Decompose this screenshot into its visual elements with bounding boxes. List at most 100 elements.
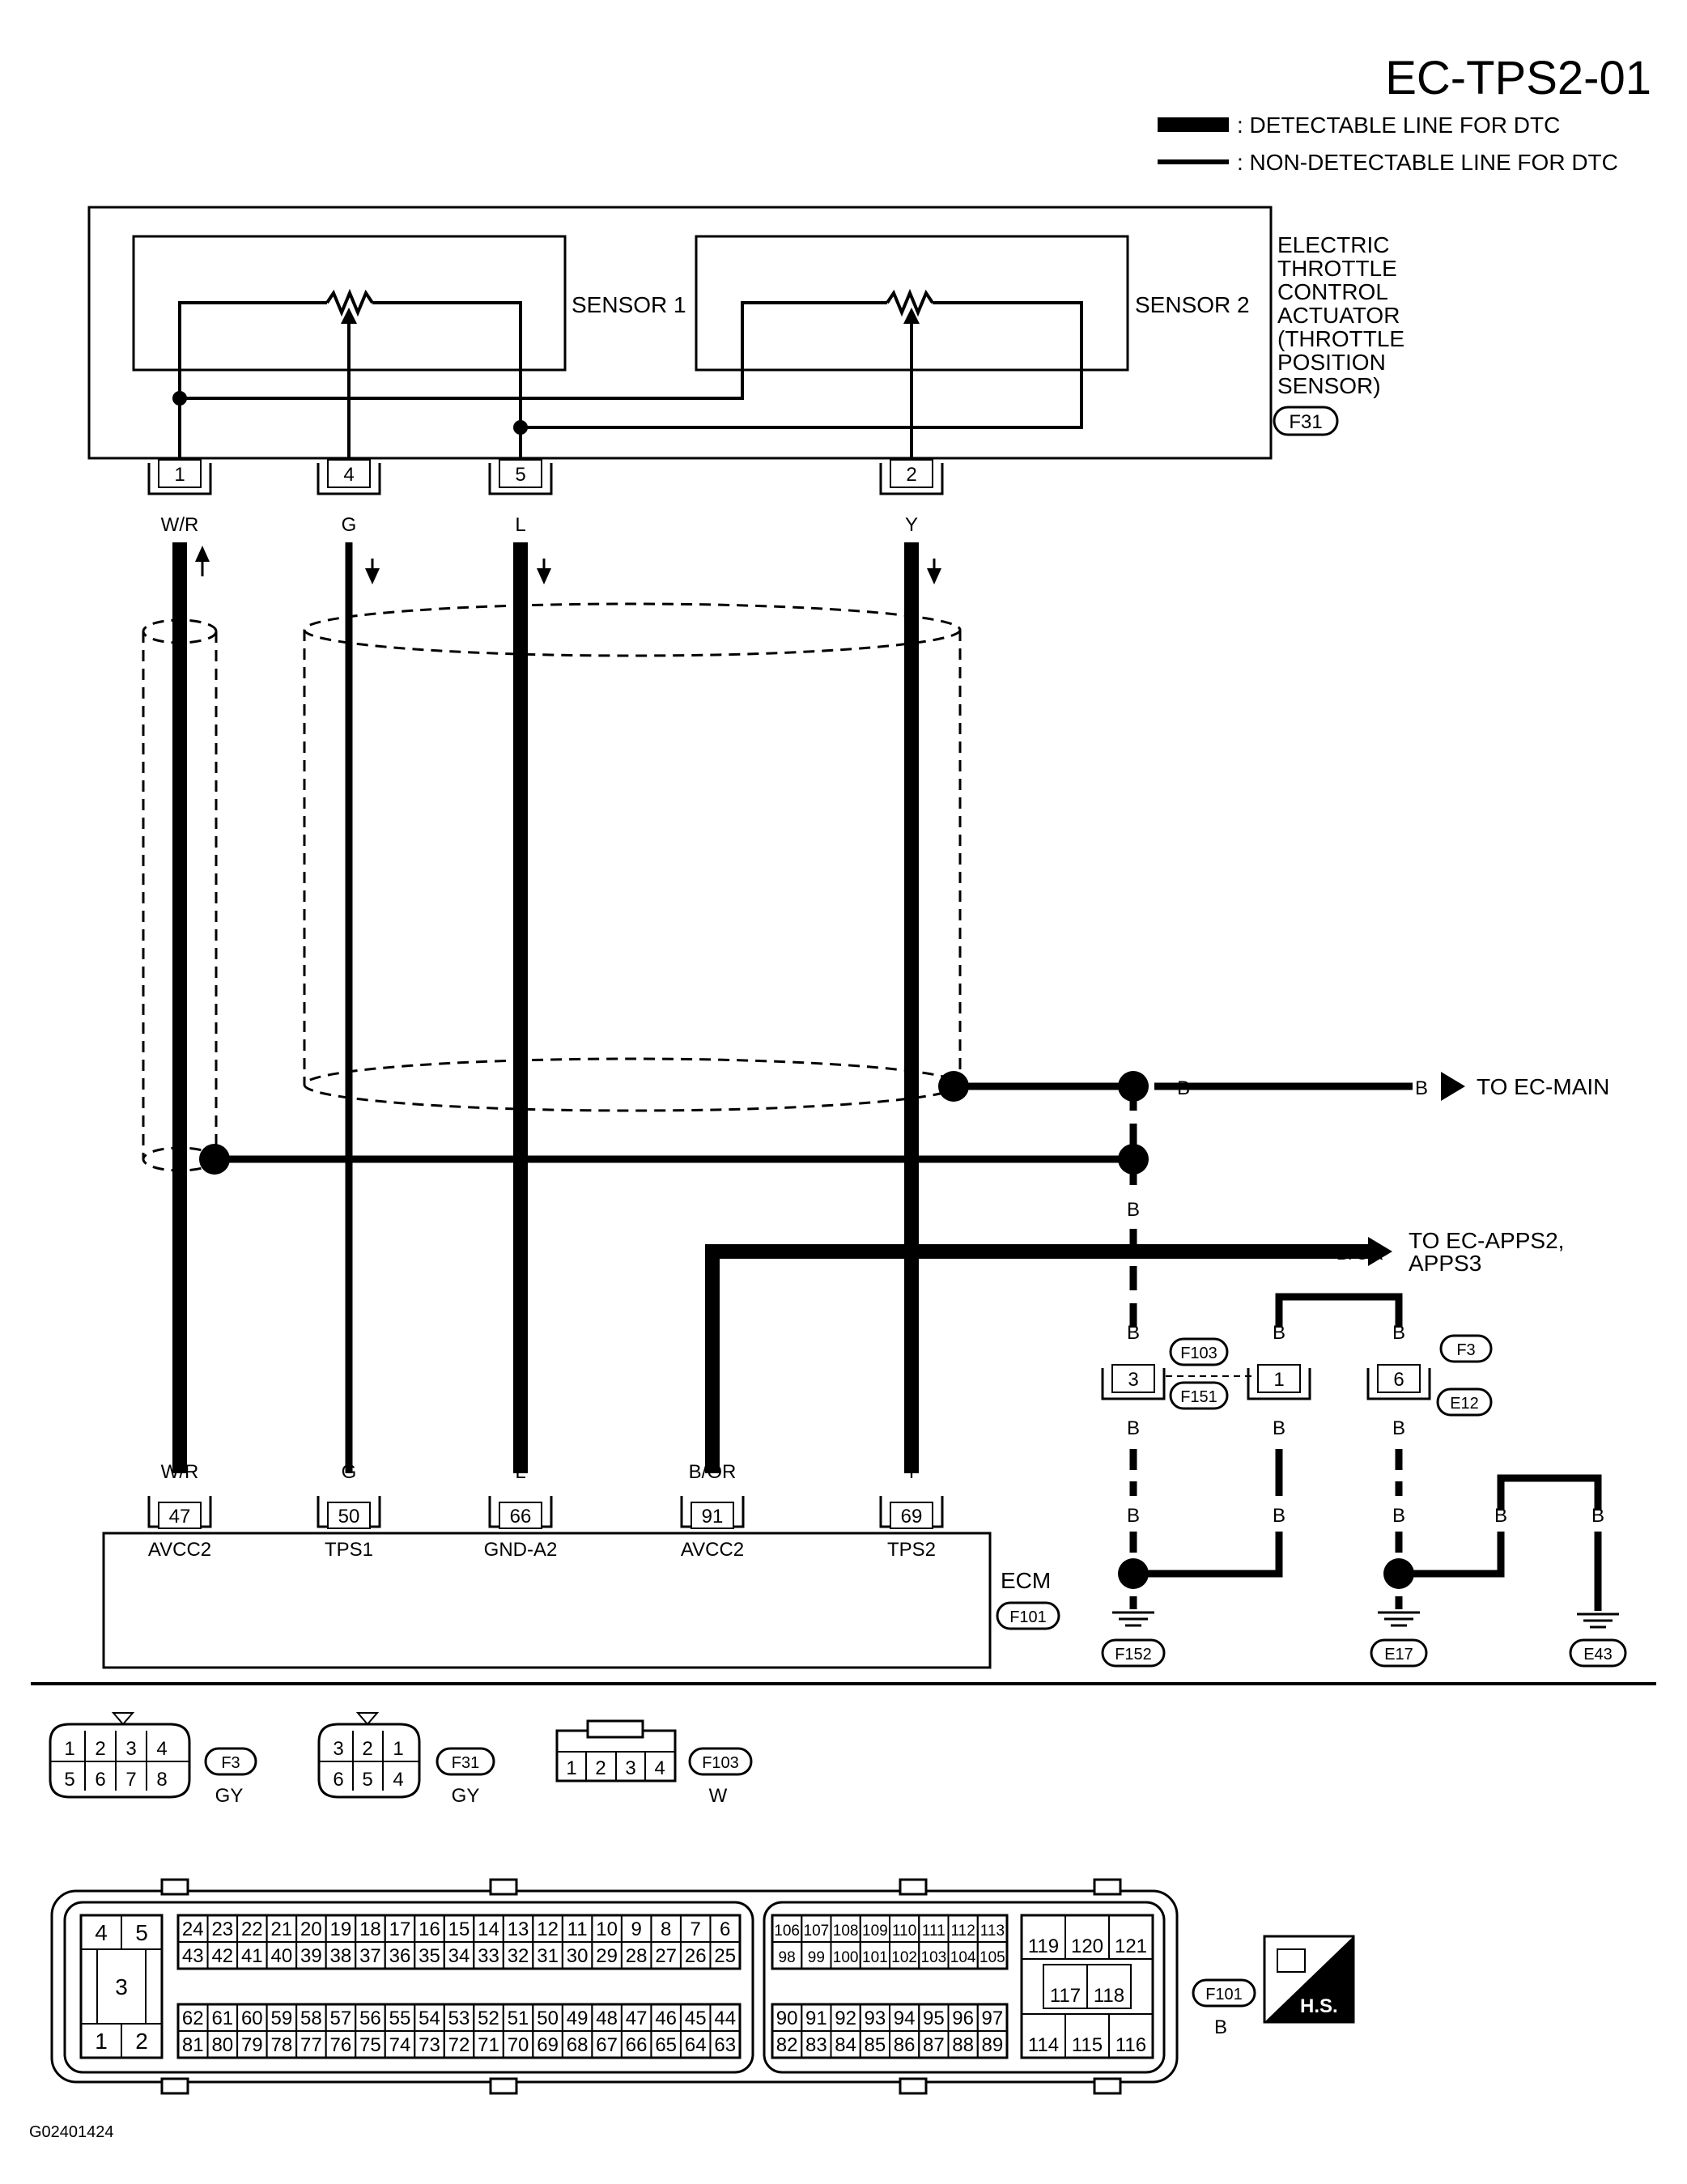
terminal-number: 35 xyxy=(419,1945,440,1967)
terminal-number: 58 xyxy=(300,2008,322,2029)
terminal-number: 8 xyxy=(661,1918,671,1940)
terminal-name: TPS1 xyxy=(325,1539,373,1561)
to-ec-main-label: TO EC-MAIN xyxy=(1477,1074,1609,1099)
wire-color-label: B/OR xyxy=(1336,1243,1384,1264)
svg-text:B: B xyxy=(1214,2016,1227,2038)
terminal-number: 110 xyxy=(892,1923,916,1940)
terminal-number: 39 xyxy=(300,1945,322,1967)
terminal-number: 112 xyxy=(950,1923,975,1940)
terminal-number: 98 xyxy=(779,1949,796,1966)
terminal-number: 28 xyxy=(626,1945,648,1967)
terminal-number: 22 xyxy=(241,1918,263,1940)
arrow-to-main xyxy=(1441,1072,1465,1101)
wire-color-label: B xyxy=(1392,1417,1405,1439)
svg-text:CONTROL: CONTROL xyxy=(1277,279,1388,304)
terminal-number: 43 xyxy=(182,1945,204,1967)
ecm-pin-69: 69 xyxy=(879,1496,944,1529)
terminal-number: 120 xyxy=(1071,1935,1103,1957)
svg-text:ELECTRIC: ELECTRIC xyxy=(1277,232,1389,257)
connector-view-f103: 1 2 3 4 F103 W xyxy=(555,1719,753,1807)
terminal-number: 121 xyxy=(1115,1935,1147,1957)
terminal-number: 20 xyxy=(300,1918,322,1940)
junction-dot xyxy=(172,391,187,406)
svg-text:1: 1 xyxy=(566,1757,576,1779)
svg-text:F103: F103 xyxy=(1180,1345,1217,1362)
svg-text:ACTUATOR: ACTUATOR xyxy=(1277,303,1400,328)
terminal-name: TPS2 xyxy=(887,1539,936,1561)
connector-tag-f3 xyxy=(1439,1334,1493,1363)
terminal-number: 90 xyxy=(776,2008,798,2029)
terminal-number: 77 xyxy=(300,2034,322,2056)
svg-text:F31: F31 xyxy=(1289,411,1322,433)
ground-icon xyxy=(1577,1613,1619,1629)
terminal-number: 31 xyxy=(537,1945,559,1967)
terminal-number: 81 xyxy=(182,2034,204,2056)
terminal-cell xyxy=(1086,1964,1132,2009)
sensor2-label: SENSOR 2 xyxy=(1135,292,1250,317)
terminal-number: 100 xyxy=(833,1949,859,1966)
connector-tag-f31 xyxy=(1273,406,1339,436)
wire-color-label: L xyxy=(515,1461,525,1483)
svg-text:F151: F151 xyxy=(1180,1388,1217,1406)
terminal-number: 36 xyxy=(389,1945,411,1967)
actuator-pin-1: 1 xyxy=(147,459,212,495)
connector-tag-f101 xyxy=(996,1601,1060,1630)
terminal-number: 21 xyxy=(270,1918,292,1940)
terminal-number: 73 xyxy=(419,2034,440,2056)
connector-view-f3: 1 2 3 4 5 6 7 8 F3 GY xyxy=(49,1712,257,1807)
terminal-number: 85 xyxy=(865,2034,886,2056)
svg-text:6: 6 xyxy=(95,1769,105,1791)
svg-text:1: 1 xyxy=(64,1738,74,1760)
terminal-number: 18 xyxy=(359,1918,381,1940)
svg-text:3: 3 xyxy=(333,1738,343,1760)
wire-color-label: B/OR xyxy=(689,1461,737,1483)
terminal-number: 87 xyxy=(923,2034,945,2056)
svg-text:F3: F3 xyxy=(1456,1341,1475,1359)
ecm-pin-91: 91 xyxy=(680,1496,745,1529)
svg-text:5: 5 xyxy=(64,1769,74,1791)
terminal-number: 70 xyxy=(508,2034,529,2056)
terminal-number: 16 xyxy=(419,1918,440,1940)
terminal-number: 50 xyxy=(537,2008,559,2029)
terminal-number: 76 xyxy=(330,2034,352,2056)
terminal-number: 46 xyxy=(655,2008,677,2029)
terminal-number: 42 xyxy=(211,1945,233,1967)
terminal-number: 53 xyxy=(448,2008,470,2029)
svg-text:4: 4 xyxy=(343,464,354,486)
arrow-to-apps xyxy=(1368,1237,1392,1266)
svg-text:1: 1 xyxy=(1273,1369,1284,1391)
terminal-number: 32 xyxy=(508,1945,529,1967)
terminal-number: 92 xyxy=(835,2008,856,2029)
terminal-number: 30 xyxy=(567,1945,589,1967)
svg-text:91: 91 xyxy=(702,1506,724,1528)
terminal-number: 95 xyxy=(923,2008,945,2029)
diagram-id: EC-TPS2-01 xyxy=(1385,52,1651,104)
terminal-number: 9 xyxy=(631,1918,641,1940)
terminal-number: 107 xyxy=(804,1923,830,1940)
terminal-number: 54 xyxy=(419,2008,440,2029)
terminal-number: 106 xyxy=(774,1923,800,1940)
terminal-number: 117 xyxy=(1050,1985,1081,2007)
svg-text:47: 47 xyxy=(169,1506,191,1528)
terminal-number: 109 xyxy=(862,1923,888,1940)
terminal-number: 116 xyxy=(1115,2034,1146,2056)
svg-text:POSITION: POSITION xyxy=(1277,350,1386,375)
svg-text:GY: GY xyxy=(452,1785,480,1807)
connector-tag-f151 xyxy=(1169,1381,1229,1410)
svg-text:THROTTLE: THROTTLE xyxy=(1277,256,1397,281)
terminal-number: 11 xyxy=(567,1918,588,1940)
svg-text:F101: F101 xyxy=(1009,1608,1047,1626)
terminal-number: 10 xyxy=(596,1918,618,1940)
terminal-number: 34 xyxy=(448,1945,470,1967)
connector-tag-e12 xyxy=(1436,1387,1493,1417)
to-ec-apps-label-1: TO EC-APPS2, xyxy=(1409,1228,1564,1253)
terminal-number: 79 xyxy=(241,2034,263,2056)
svg-text:(THROTTLE: (THROTTLE xyxy=(1277,326,1404,351)
terminal-number: 91 xyxy=(805,2008,827,2029)
terminal-number: 83 xyxy=(805,2034,827,2056)
terminal-number: 103 xyxy=(921,1949,947,1966)
ecm-label: ECM xyxy=(1001,1568,1051,1593)
terminal-number: 26 xyxy=(685,1945,707,1967)
svg-text:2: 2 xyxy=(362,1738,372,1760)
svg-text:2: 2 xyxy=(95,1738,105,1760)
